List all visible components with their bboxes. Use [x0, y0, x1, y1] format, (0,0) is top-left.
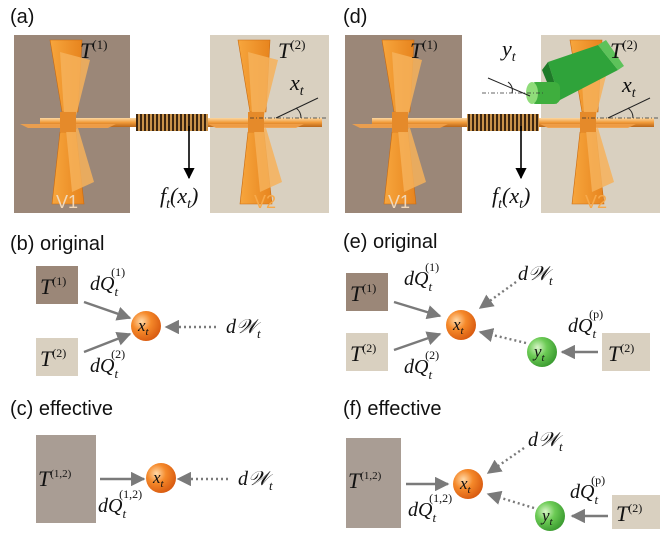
panel-a-tag: (a)	[10, 6, 34, 28]
e-dQ1: dQt(1)	[404, 260, 439, 294]
panel-b-tag: (b) original	[10, 233, 104, 255]
f-dQp: dQt(p)	[570, 473, 605, 507]
b-x: xt	[137, 316, 150, 338]
a-T1: T(1)	[80, 37, 107, 63]
c-x: xt	[152, 468, 165, 490]
spring-d	[467, 114, 539, 131]
f-T2: T(2)	[616, 501, 642, 526]
e-arrow-W	[478, 281, 517, 309]
panel-e: (e) original T(1) T(2) T(2) xt yt dQt(1)…	[343, 231, 650, 382]
e-y: yt	[532, 342, 546, 364]
f-dW: d𝒲t	[528, 429, 564, 454]
angle-arc-icon	[295, 107, 302, 119]
f-T12: T(1,2)	[348, 468, 382, 493]
panel-e-tag: (e) original	[343, 231, 437, 253]
b-dQ1: dQt(1)	[90, 265, 125, 299]
e-arrow-T1	[393, 300, 442, 320]
d-x: xt	[621, 72, 637, 101]
b-dW: d𝒲t	[226, 316, 262, 341]
d-T2: T(2)	[610, 37, 637, 63]
e-arrow-y	[478, 328, 527, 345]
c-T12-box	[36, 435, 96, 523]
a-v2-label: V2	[254, 192, 276, 212]
angle-arc-icon-y	[507, 81, 513, 94]
e-T2a-box	[346, 333, 388, 371]
f-T2-box	[612, 495, 660, 529]
f-x-ball	[453, 469, 483, 499]
green-nozzle	[526, 40, 624, 104]
e-dQp: dQt(p)	[568, 307, 603, 341]
e-arrow-T2	[393, 331, 442, 352]
e-T2b-box	[602, 333, 650, 371]
e-T1-box	[346, 273, 388, 311]
b-arrow-T1	[83, 300, 132, 321]
panel-a: (a) T(1) T(2) xt ft(xt) V1 V2	[10, 6, 329, 213]
d-T1: T(1)	[410, 37, 437, 63]
b-T1-box	[36, 266, 78, 304]
b-arrow-T2	[83, 332, 132, 354]
angle-arc-icon-x	[627, 107, 634, 119]
b-x-ball	[131, 311, 161, 341]
b-T1: T(1)	[40, 274, 66, 299]
c-dW: d𝒲t	[238, 468, 274, 493]
b-T2: T(2)	[40, 346, 66, 371]
a-v1-label: V1	[56, 192, 78, 212]
f-arrow-y	[486, 490, 535, 510]
a-x: xt	[289, 70, 305, 99]
e-dW: d𝒲t	[518, 263, 554, 288]
e-y-ball	[527, 337, 557, 367]
c-x-ball	[146, 463, 176, 493]
b-dQ2: dQt(2)	[90, 347, 125, 381]
f-dQ12: dQt(1,2)	[408, 491, 452, 525]
panel-d-tag: (d)	[343, 6, 367, 28]
d-v1-label: V1	[388, 192, 410, 212]
d-v2-label: V2	[585, 192, 607, 212]
e-x-ball	[446, 310, 476, 340]
panel-b: (b) original T(1) T(2) xt dQt(1) dQt(2) …	[10, 233, 262, 381]
e-T1: T(1)	[350, 281, 376, 306]
spring	[136, 114, 208, 131]
d-y: yt	[500, 36, 517, 65]
e-T2a: T(2)	[350, 341, 376, 366]
panel-f: (f) effective T(1,2) T(2) xt yt dQt(1,2)…	[343, 398, 660, 531]
panel-d: (d) T(1) T(2) yt xt ft(xt) V1 V2	[343, 6, 660, 213]
e-dQ2: dQt(2)	[404, 348, 439, 382]
a-T2: T(2)	[278, 37, 305, 63]
panel-f-tag: (f) effective	[343, 398, 442, 420]
b-T2-box	[36, 338, 78, 376]
f-arrow-W	[486, 447, 525, 474]
e-x: xt	[452, 315, 465, 337]
d-force-label: ft(xt)	[492, 183, 530, 212]
a-force-label: ft(xt)	[160, 183, 198, 212]
panel-c-tag: (c) effective	[10, 398, 113, 420]
e-T2b: T(2)	[608, 341, 634, 366]
c-dQ12: dQt(1,2)	[98, 487, 142, 521]
c-T12: T(1,2)	[38, 466, 72, 491]
panel-c: (c) effective T(1,2) xt dQt(1,2) d𝒲t	[10, 398, 274, 523]
f-x: xt	[459, 474, 472, 496]
f-y: yt	[540, 506, 554, 528]
f-T12-box	[346, 438, 401, 528]
f-y-ball	[535, 501, 565, 531]
